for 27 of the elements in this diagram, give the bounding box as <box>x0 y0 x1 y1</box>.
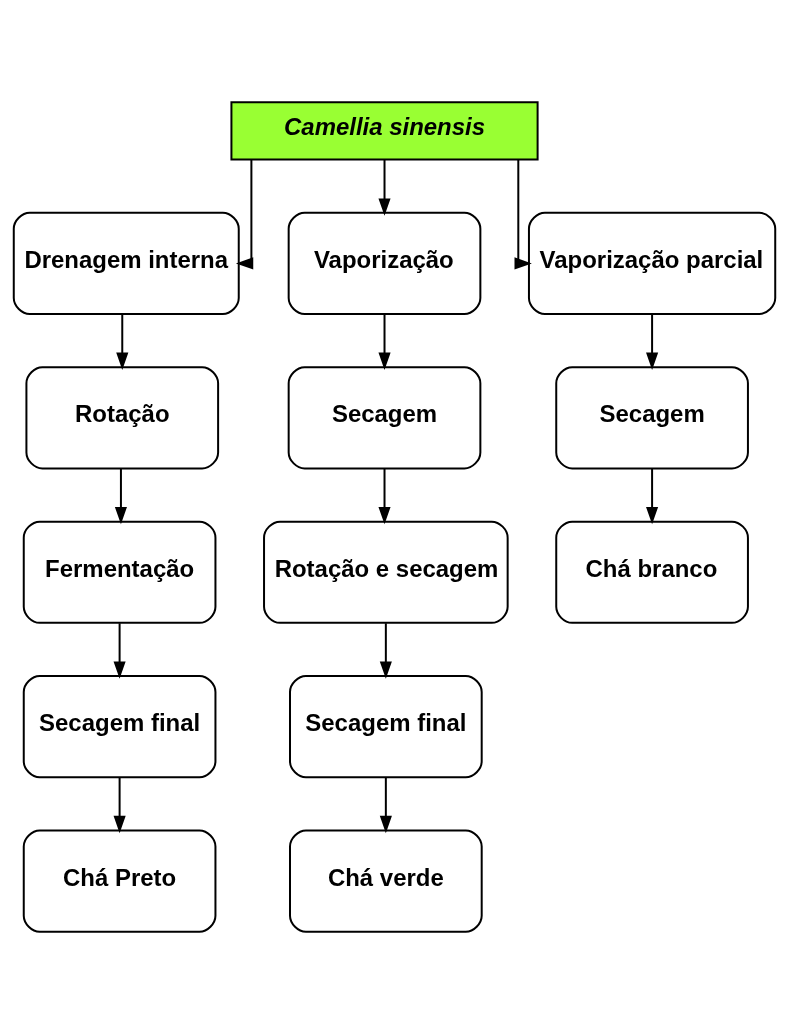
node-box: Vaporização <box>287 211 482 315</box>
arrow <box>113 622 126 679</box>
arrow <box>378 158 391 216</box>
node-box: Rotação e secagem <box>263 520 509 624</box>
arrow <box>379 776 392 834</box>
node-box: Secagem final <box>289 675 483 779</box>
arrow <box>114 467 127 525</box>
node-box: Drenagem interna <box>12 211 240 315</box>
arrow <box>116 313 129 370</box>
node-box: Fermentação <box>22 520 217 624</box>
node-box: Camellia sinensis <box>230 101 539 161</box>
node-box: Chá Preto <box>22 829 217 933</box>
arrow <box>646 467 659 525</box>
arrow <box>378 313 391 370</box>
arrow <box>378 467 391 525</box>
node-box: Vaporização parcial <box>527 211 777 315</box>
node-box: Rotação <box>25 366 220 470</box>
arrow <box>646 313 659 370</box>
node-box: Secagem <box>287 366 482 470</box>
node-box: Chá verde <box>289 829 483 933</box>
arrow <box>113 776 126 834</box>
arrow <box>514 158 532 270</box>
arrow <box>235 158 254 270</box>
node-box: Chá branco <box>555 520 749 624</box>
arrow <box>379 622 392 679</box>
node-box: Secagem <box>555 366 749 470</box>
node-box: Secagem final <box>22 675 217 779</box>
